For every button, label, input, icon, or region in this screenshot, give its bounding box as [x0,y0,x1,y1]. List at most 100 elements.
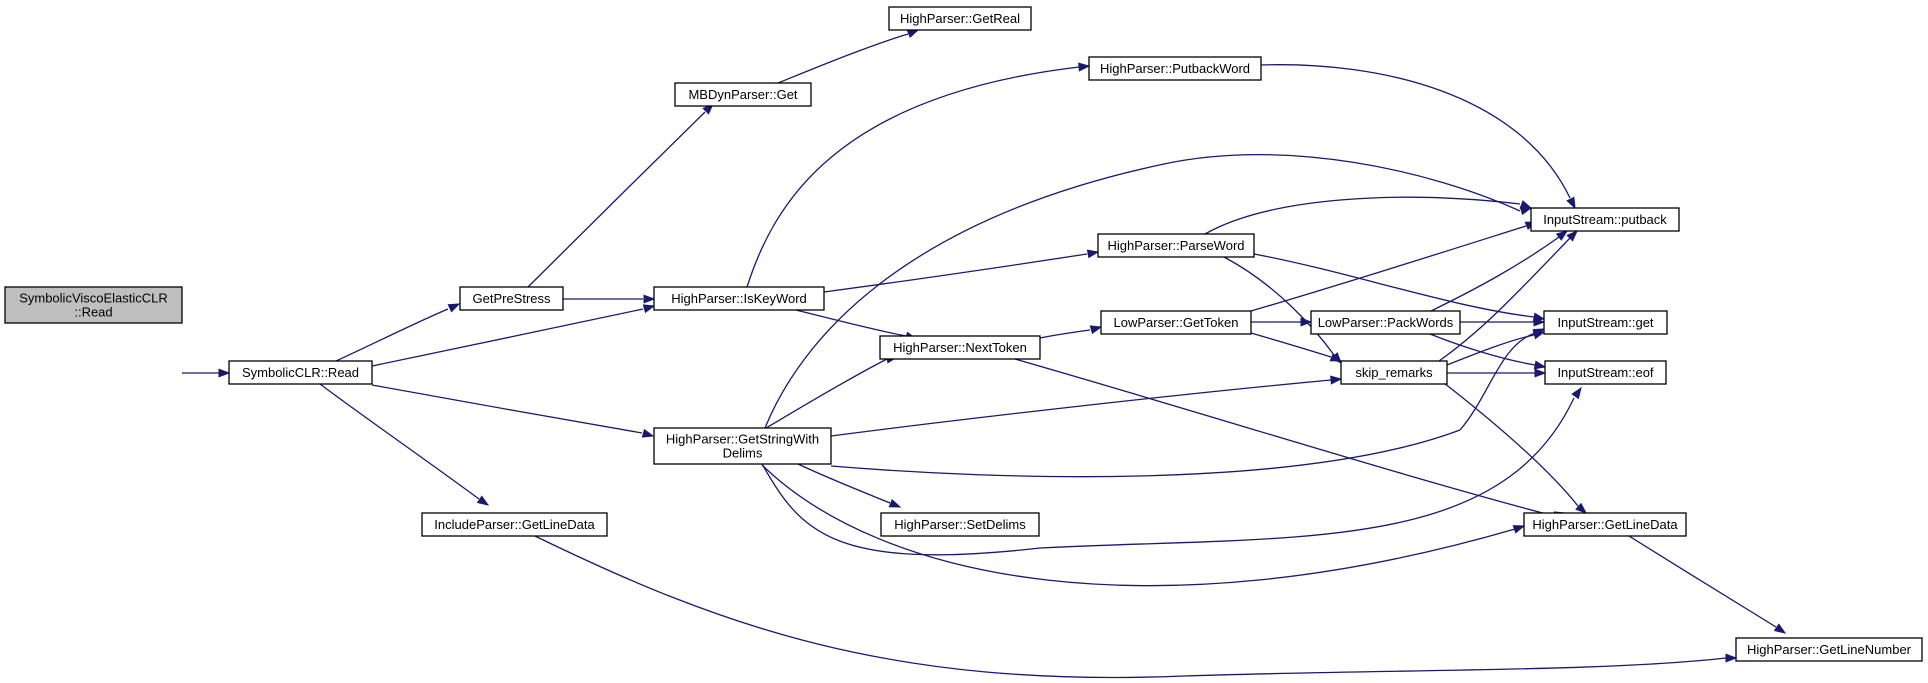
node-label: GetPreStress [472,291,551,306]
edge-hgs-to-hnt [765,354,899,429]
edge-line [746,66,1080,288]
node-hpw[interactable]: HighParser::ParseWord [1097,233,1255,258]
node-box [1097,233,1255,258]
edge-line [371,308,644,367]
edge-line [319,383,480,500]
node-box [1088,56,1262,81]
edge-hik-to-hpb [746,62,1091,288]
edge-arrowhead [1725,653,1738,663]
node-hik[interactable]: HighParser::IsKeyWord [653,286,825,311]
node-label: SymbolicViscoElasticCLR [19,291,168,306]
edge-scr-to-gps [335,303,461,362]
node-box [459,286,564,311]
edge-lgt-to-skr [1250,332,1343,362]
edge-arrowhead [1519,206,1533,216]
node-box [1340,360,1448,385]
node-label: HighParser::GetReal [900,11,1020,26]
edge-arrowhead [218,368,231,378]
edge-hik-to-hnt [795,309,918,341]
node-hnt[interactable]: HighParser::NextToken [879,335,1041,360]
edge-hik-to-hpw [823,249,1100,293]
node-hsd[interactable]: HighParser::SetDelims [880,512,1040,537]
edge-hpw-to-skr [1223,256,1342,365]
edge-hnt-to-hgl [1014,358,1567,521]
node-hgr[interactable]: HighParser::GetReal [888,6,1032,31]
node-box [1735,637,1923,662]
edge-hgl-to-hln [1628,535,1787,634]
node-box [1310,310,1461,335]
edge-arrowhead [1089,325,1103,335]
node-lpw[interactable]: LowParser::PackWords [1310,310,1461,335]
node-box [4,286,183,324]
edge-line [761,464,1516,587]
edge-gps-to-mbg [527,103,714,288]
edge-skr-to-hgl [1443,382,1588,514]
edge-line [765,358,888,429]
edge-line [1430,236,1560,312]
node-label: MBDynParser::Get [688,87,797,102]
edge-scr-to-hik [371,304,656,367]
edge-line [797,463,891,504]
edge-arrowhead [1086,249,1100,259]
edge-skr-to-ise [1447,368,1547,378]
node-hln[interactable]: HighParser::GetLineNumber [1735,637,1923,662]
node-ipg[interactable]: IncludeParser::GetLineData [421,512,608,537]
edge-arrowhead [1078,62,1091,72]
node-label: InputStream::putback [1543,212,1667,227]
edge-line [1628,535,1777,628]
node-box [674,82,812,107]
node-lgt[interactable]: LowParser::GetToken [1100,310,1252,335]
node-label: HighParser::IsKeyWord [671,291,807,306]
node-hpb[interactable]: HighParser::PutbackWord [1088,56,1262,81]
node-box [653,286,825,311]
edge-line [830,379,1332,437]
edge-scr-to-hgs [371,384,655,438]
nodes-layer: SymbolicViscoElasticCLR::ReadSymbolicCLR… [4,6,1923,662]
edge-line [1204,196,1521,235]
edge-line [1039,329,1091,339]
edge-line [1223,256,1335,356]
node-scr[interactable]: SymbolicCLR::Read [228,360,373,385]
edge-line [1260,64,1571,199]
node-isg[interactable]: InputStream::get [1543,310,1668,335]
edge-line [761,397,1575,556]
node-label: Delims [723,446,763,461]
edge-hpb-to-isp [1260,64,1576,210]
node-skr[interactable]: skip_remarks [1340,360,1448,385]
node-mbg[interactable]: MBDynParser::Get [674,82,812,107]
node-box [1544,360,1667,385]
edge-root-to-scr [182,368,231,378]
edge-line [795,309,907,337]
node-label: skip_remarks [1355,365,1433,380]
node-isp[interactable]: InputStream::putback [1530,207,1680,232]
edge-arrowhead [642,304,656,314]
edge-line [335,308,449,362]
edge-line [1250,225,1527,312]
edge-hgs-to-skr [830,375,1343,437]
edge-arrowhead [1575,502,1588,514]
edge-arrowhead [476,495,490,506]
node-box [888,6,1032,31]
edge-arrowhead [906,29,920,39]
node-label: HighParser::GetLineNumber [1747,642,1912,657]
edge-lgt-to-lpw [1251,317,1313,327]
edge-gps-to-hik [563,294,656,304]
edge-line [830,332,1536,478]
node-ise[interactable]: InputStream::eof [1544,360,1667,385]
node-label: HighParser::NextToken [893,340,1027,355]
edge-arrowhead [641,428,655,438]
edge-arrowhead [1566,230,1578,242]
node-hgl[interactable]: HighParser::GetLineData [1523,512,1687,537]
edge-arrowhead [1300,317,1313,327]
edge-line [1443,382,1579,507]
edges-layer [182,29,1787,679]
node-root[interactable]: SymbolicViscoElasticCLR::Read [4,286,183,324]
node-label: HighParser::ParseWord [1107,238,1244,253]
node-box [653,427,832,465]
node-label: LowParser::GetToken [1113,315,1238,330]
edge-lpw-to-isg [1460,317,1546,327]
edge-arrowhead [1533,317,1546,327]
node-gps[interactable]: GetPreStress [459,286,564,311]
edge-line [371,384,643,434]
